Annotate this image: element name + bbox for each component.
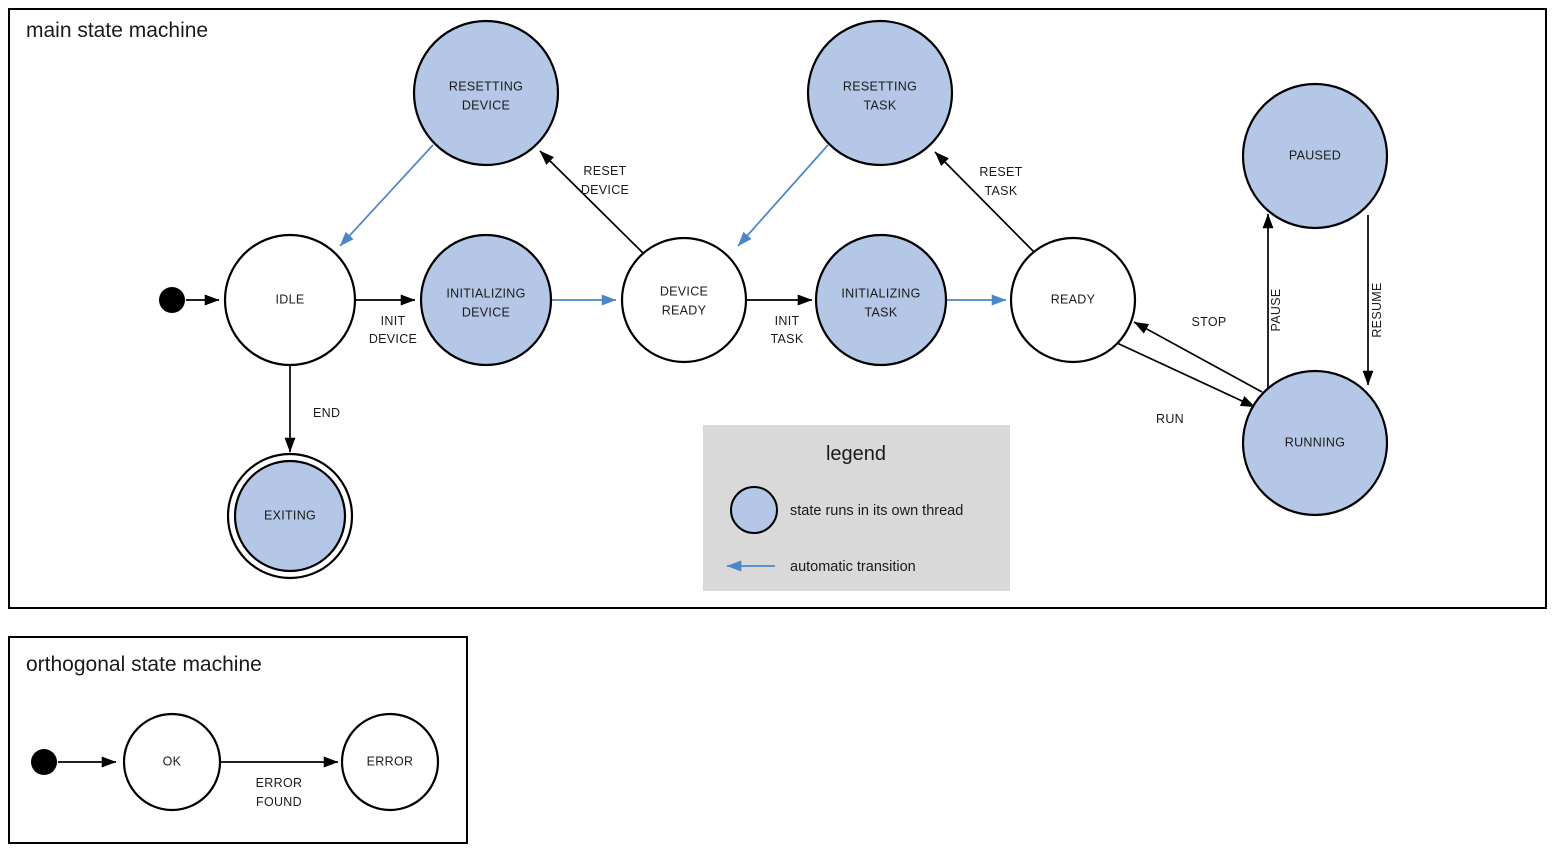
state-initializing-task[interactable]: INITIALIZING TASK bbox=[814, 233, 948, 367]
state-running[interactable]: RUNNING bbox=[1241, 369, 1389, 517]
transition-orth-ok-error-label-2: FOUND bbox=[256, 795, 302, 809]
state-resetting-task-label-2: TASK bbox=[864, 98, 897, 112]
state-resetting-task-circle[interactable] bbox=[806, 19, 954, 167]
transition-device-ready-resetting-device-line bbox=[539, 150, 646, 256]
state-initializing-task-label-2: TASK bbox=[865, 305, 898, 319]
transition-running-ready: STOP bbox=[1133, 315, 1263, 393]
state-error-circle[interactable] bbox=[340, 712, 440, 812]
transition-device-ready-initializing-task: INIT TASK bbox=[747, 294, 813, 346]
transition-running-paused-label: PAUSE bbox=[1269, 289, 1283, 332]
state-device-ready-circle[interactable] bbox=[620, 236, 748, 364]
state-idle-label: IDLE bbox=[276, 292, 305, 306]
transition-ready-resetting-task-line bbox=[934, 151, 1037, 255]
transition-idle-exiting: END bbox=[284, 365, 340, 453]
state-exiting-circle[interactable] bbox=[233, 459, 347, 573]
transition-running-ready-line bbox=[1133, 321, 1263, 393]
state-initializing-task-circle[interactable] bbox=[814, 233, 948, 367]
state-idle[interactable]: IDLE bbox=[223, 233, 357, 367]
state-resetting-task[interactable]: RESETTING TASK bbox=[806, 19, 954, 167]
orthogonal-states-layer: OK ERROR bbox=[31, 712, 440, 812]
legend-item-threaded-state: state runs in its own thread bbox=[730, 486, 963, 534]
state-ok-label: OK bbox=[163, 754, 182, 768]
state-device-ready[interactable]: DEVICE READY bbox=[620, 236, 748, 364]
orthogonal-frame-title: orthogonal state machine bbox=[26, 653, 262, 676]
state-initializing-device-label-1: INITIALIZING bbox=[446, 286, 525, 300]
state-error-label: ERROR bbox=[367, 754, 414, 768]
state-running-circle[interactable] bbox=[1241, 369, 1389, 517]
state-device-ready-label-2: READY bbox=[662, 303, 707, 317]
legend-threaded-state-swatch-icon bbox=[730, 486, 778, 534]
state-resetting-device-circle[interactable] bbox=[412, 19, 560, 167]
transition-idle-initializing-device-label-1: INIT bbox=[381, 314, 406, 328]
state-ok-circle[interactable] bbox=[122, 712, 222, 812]
transition-orth-ok-error: ERROR FOUND bbox=[221, 756, 339, 809]
state-error[interactable]: ERROR bbox=[340, 712, 440, 812]
legend-threaded-state-text: state runs in its own thread bbox=[790, 503, 963, 519]
transition-device-ready-initializing-task-label-2: TASK bbox=[771, 332, 804, 346]
transition-paused-running: RESUME bbox=[1362, 215, 1384, 386]
state-resetting-task-label-1: RESETTING bbox=[843, 79, 917, 93]
state-initializing-device-circle[interactable] bbox=[419, 233, 553, 367]
legend-title: legend bbox=[826, 443, 886, 465]
transition-ready-resetting-task-label-2: TASK bbox=[985, 184, 1018, 198]
transition-running-paused: PAUSE bbox=[1262, 213, 1283, 396]
state-ready[interactable]: READY bbox=[1009, 236, 1137, 364]
state-idle-circle[interactable] bbox=[223, 233, 357, 367]
transition-idle-initializing-device: INIT DEVICE bbox=[355, 294, 417, 346]
state-exiting[interactable]: EXITING bbox=[226, 452, 354, 580]
state-ready-circle[interactable] bbox=[1009, 236, 1137, 364]
transition-ready-running: RUN bbox=[1116, 342, 1256, 426]
transition-running-ready-label: STOP bbox=[1191, 315, 1226, 329]
legend-auto-transition-text: automatic transition bbox=[790, 559, 916, 575]
transition-idle-exiting-label: END bbox=[313, 406, 340, 420]
state-running-label: RUNNING bbox=[1285, 435, 1345, 449]
transition-resetting-task-device-ready bbox=[737, 144, 829, 247]
transition-ready-running-line bbox=[1116, 342, 1256, 408]
transition-ready-resetting-task: RESET TASK bbox=[934, 151, 1037, 255]
transition-ready-resetting-task-label-1: RESET bbox=[979, 165, 1022, 179]
transition-resetting-task-device-ready-line bbox=[737, 144, 829, 247]
state-exiting-label: EXITING bbox=[264, 508, 316, 522]
state-ok[interactable]: OK bbox=[122, 712, 222, 812]
state-resetting-device-label-1: RESETTING bbox=[449, 79, 523, 93]
state-device-ready-label-1: DEVICE bbox=[660, 284, 708, 298]
legend: legend state runs in its own thread auto… bbox=[703, 425, 1010, 591]
state-initializing-task-label-1: INITIALIZING bbox=[841, 286, 920, 300]
transition-resetting-device-idle-line bbox=[339, 144, 434, 247]
transition-device-ready-resetting-device-label-1: RESET bbox=[583, 164, 626, 178]
transition-device-ready-initializing-task-label-1: INIT bbox=[775, 314, 800, 328]
state-paused-circle[interactable] bbox=[1241, 82, 1389, 230]
transition-device-ready-resetting-device: RESET DEVICE bbox=[539, 150, 646, 256]
transition-device-ready-resetting-device-label-2: DEVICE bbox=[581, 183, 629, 197]
transition-ready-running-label: RUN bbox=[1156, 412, 1184, 426]
state-resetting-device[interactable]: RESETTING DEVICE bbox=[412, 19, 560, 167]
legend-item-auto-transition: automatic transition bbox=[726, 559, 916, 575]
state-paused-label: PAUSED bbox=[1289, 148, 1341, 162]
state-ready-label: READY bbox=[1051, 292, 1096, 306]
state-initializing-device[interactable]: INITIALIZING DEVICE bbox=[419, 233, 553, 367]
initial-state-dot-orthogonal[interactable] bbox=[31, 749, 57, 775]
orthogonal-transitions-layer: ERROR FOUND bbox=[58, 756, 339, 809]
transition-idle-initializing-device-label-2: DEVICE bbox=[369, 332, 417, 346]
main-frame-title: main state machine bbox=[26, 19, 208, 42]
transition-resetting-device-idle bbox=[339, 144, 434, 247]
transition-orth-ok-error-label-1: ERROR bbox=[256, 776, 303, 790]
initial-state-dot-main[interactable] bbox=[159, 287, 185, 313]
state-paused[interactable]: PAUSED bbox=[1241, 82, 1389, 230]
transition-paused-running-label: RESUME bbox=[1370, 282, 1384, 337]
state-resetting-device-label-2: DEVICE bbox=[462, 98, 510, 112]
state-initializing-device-label-2: DEVICE bbox=[462, 305, 510, 319]
main-transitions-layer: INIT DEVICE END RESET DEVICE INIT TASK bbox=[186, 144, 1384, 453]
main-states-layer: IDLE RESETTING DEVICE INITIALIZING DEVIC… bbox=[159, 19, 1389, 580]
